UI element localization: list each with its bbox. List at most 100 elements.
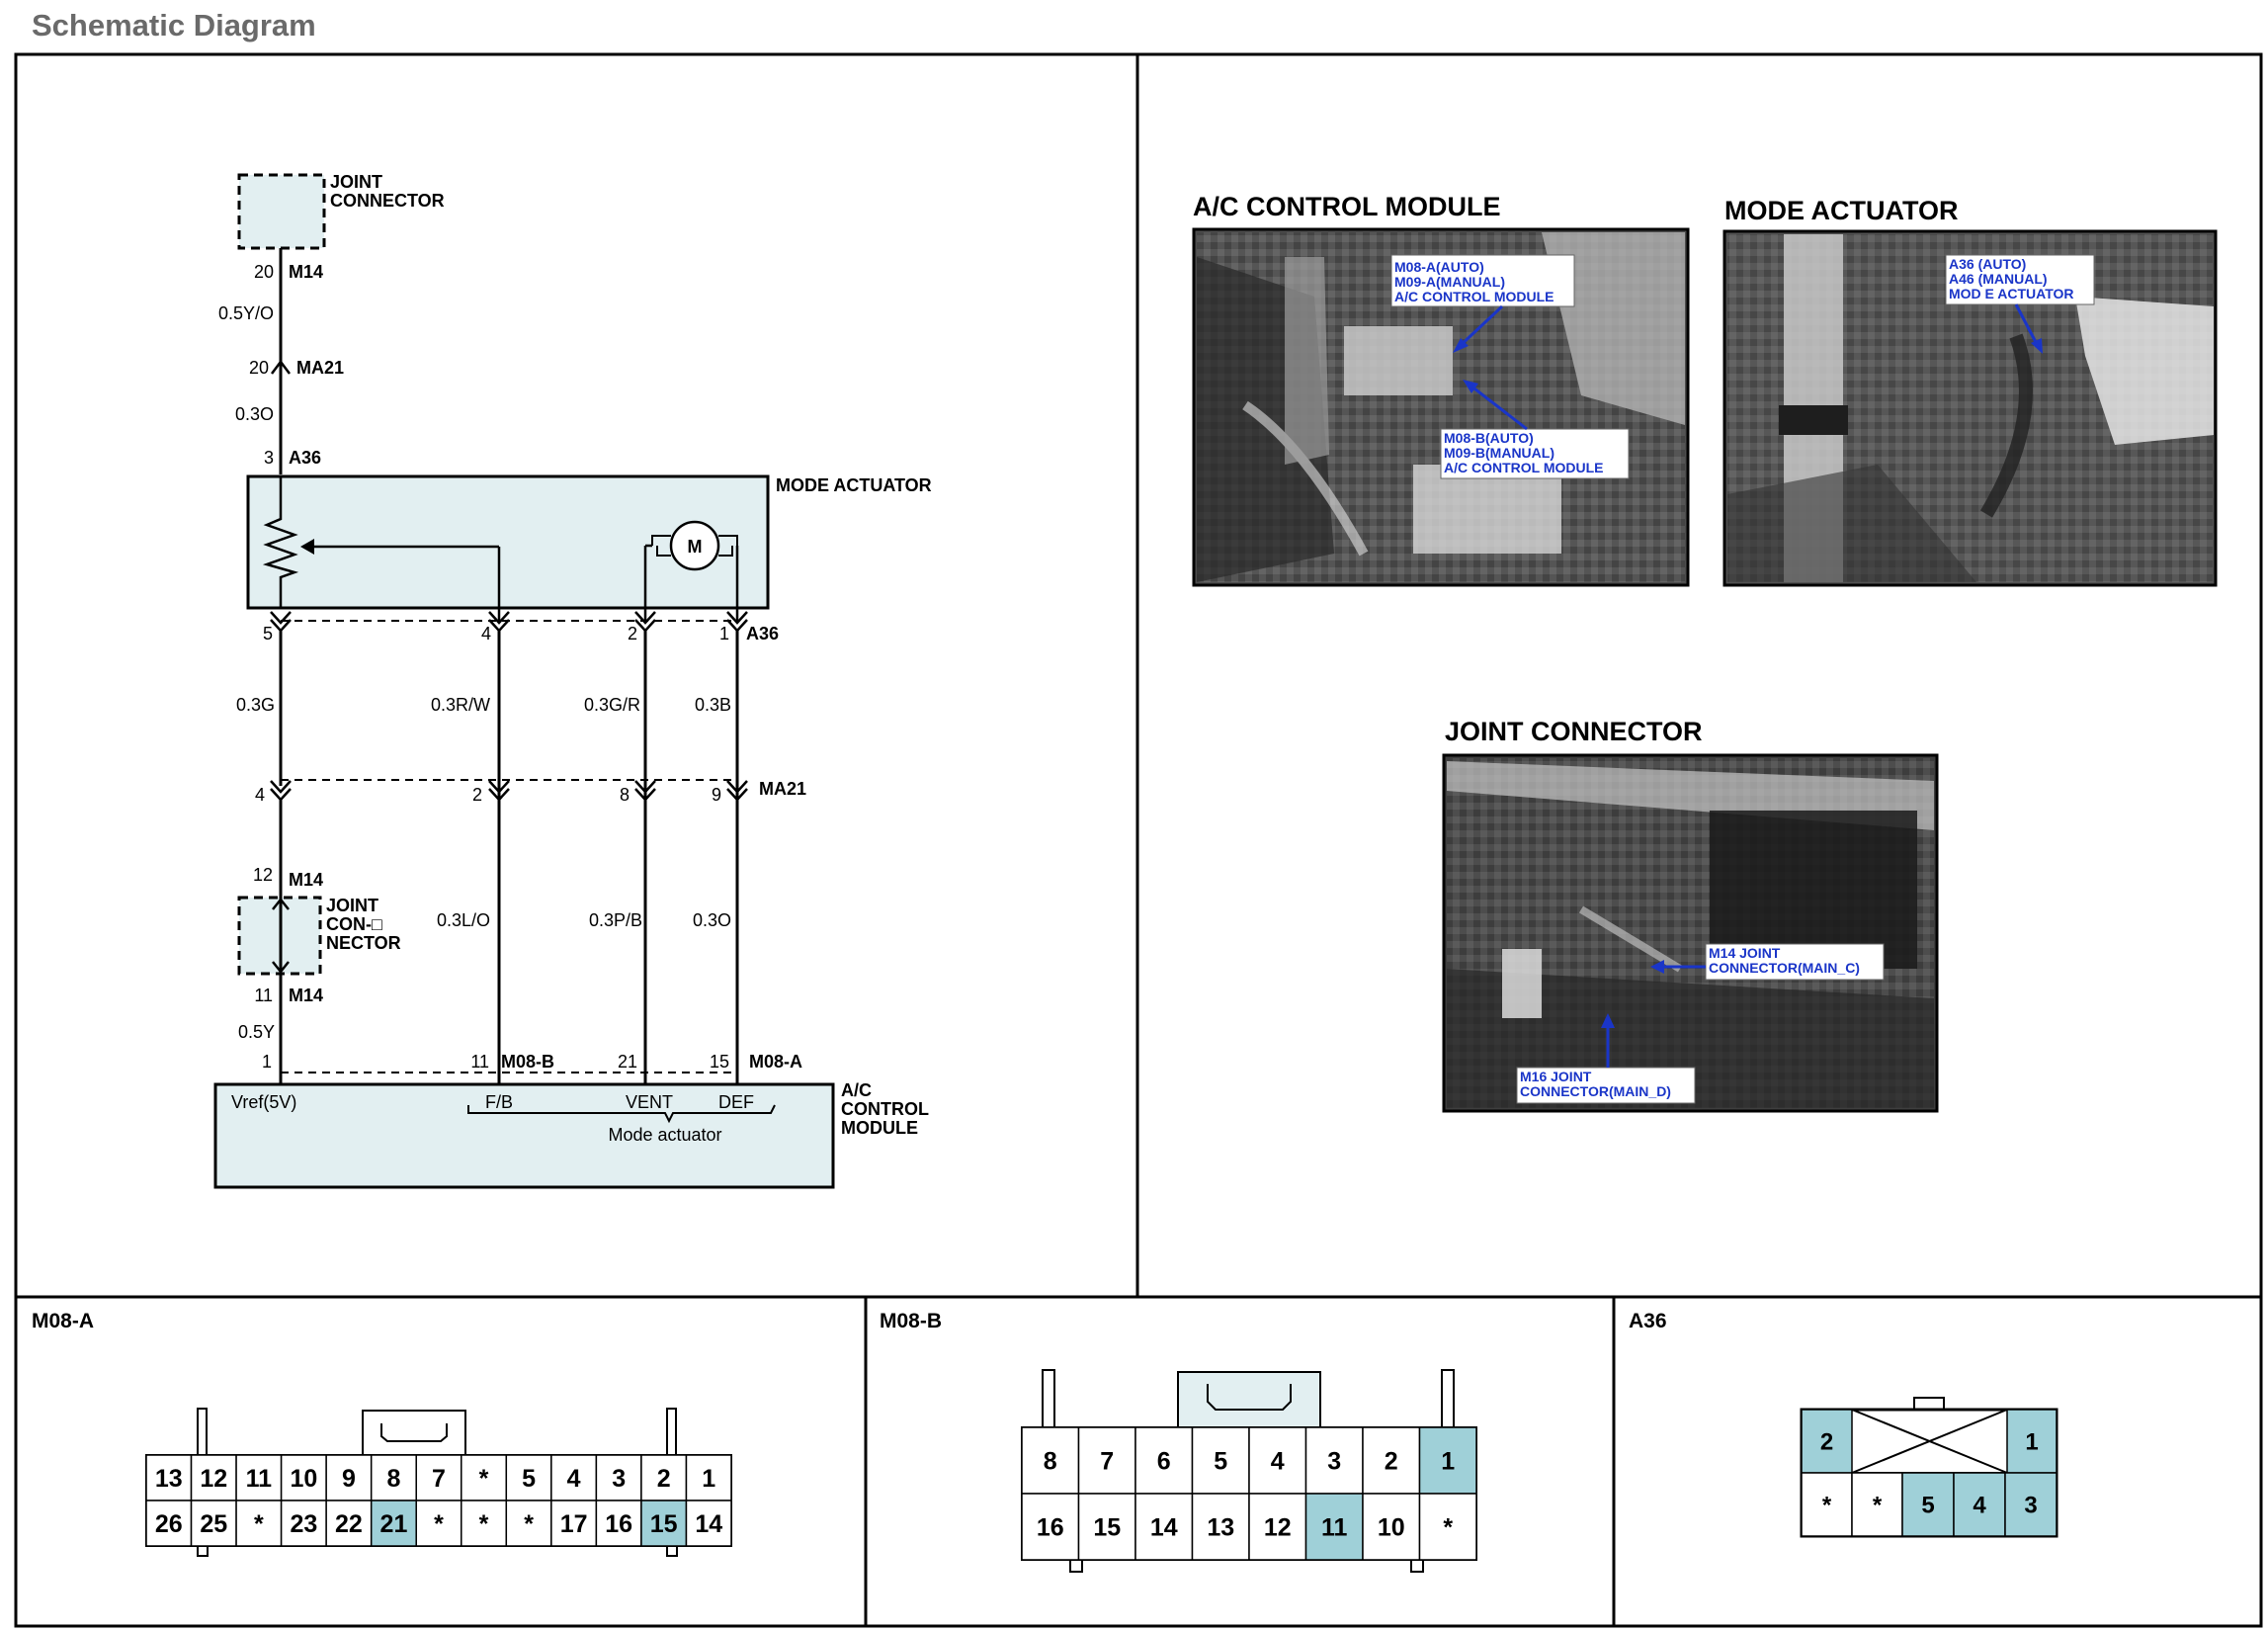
ac-control-module-label-3: MODULE [841, 1118, 918, 1138]
m08b-cell-r1-4 [1248, 1426, 1307, 1495]
callout-ac-2-line3: A/C CONTROL MODULE [1444, 460, 1604, 475]
ac-control-module-label-2: CONTROL [841, 1099, 929, 1119]
a36-pin-4: 4 [481, 624, 491, 644]
pin-20-ma21-conn: MA21 [296, 358, 344, 378]
a36-pin-2: 2 [628, 624, 637, 644]
chevron-ma21-8 [634, 780, 656, 802]
callout-mode-line2: A46 (MANUAL) [1949, 271, 2048, 287]
m08a-pin-r2-2: * [254, 1510, 264, 1538]
wire-label-0-3o: 0.3O [693, 910, 731, 930]
m08b-pin-r1-3: 5 [1214, 1448, 1227, 1476]
callout-joint-1-box [1705, 943, 1885, 981]
ma21-bottom-conn: MA21 [759, 779, 806, 799]
photo-joint-title: JOINT CONNECTOR [1445, 717, 1703, 746]
m08b-cell-r2-7 [1418, 1493, 1477, 1561]
m08b-cell-r2-6 [1362, 1493, 1421, 1561]
m08b-pin-r2-1: 15 [1093, 1514, 1121, 1542]
m08a-cell-r1-0 [145, 1454, 193, 1502]
m08b-pin-r1-1: 7 [1100, 1448, 1114, 1476]
a36-pin-r2a-1: * [1873, 1493, 1883, 1519]
m08b-cell-r1-7 [1418, 1426, 1477, 1495]
m08b-cell-r1-0 [1021, 1426, 1080, 1495]
callout-joint-2-line2: CONNECTOR(MAIN_D) [1520, 1083, 1671, 1099]
m08a-cell-r2-8 [505, 1500, 552, 1547]
ac-label-vent: VENT [626, 1092, 673, 1112]
module-pin-21: 21 [618, 1052, 637, 1072]
pin-3-a36-conn: A36 [289, 448, 321, 468]
a36-pin-r2b-0: 5 [1921, 1493, 1934, 1519]
m08a-pin-r1-4: 9 [342, 1465, 356, 1493]
m08b-pin-r1-2: 6 [1157, 1448, 1171, 1476]
motor-lead-left [651, 535, 671, 557]
m08b-cell-r2-2 [1134, 1493, 1194, 1561]
module-pin-m08a: M08-A [749, 1052, 802, 1072]
joint-connector-2-label-2: CON-□ [326, 914, 382, 934]
m14-pin-12: 12 [253, 865, 273, 885]
m08b-cell-r2-5 [1304, 1493, 1364, 1561]
motor-symbol [669, 520, 720, 571]
m08b-cell-r2-0 [1021, 1493, 1080, 1561]
module-pin-1: 1 [262, 1052, 272, 1072]
wiper-arrow [300, 539, 314, 555]
m08b-pin-r2-0: 16 [1037, 1514, 1064, 1542]
m08a-pin-r2-11: 15 [650, 1510, 678, 1538]
m08a-pin-r1-2: 11 [246, 1465, 273, 1493]
m08a-pin-r2-12: 14 [695, 1510, 722, 1538]
a36-pin-r2b-2: 3 [2024, 1493, 2037, 1519]
connector-m08b-title: M08-B [880, 1310, 942, 1332]
m08b-pin-r1-7: 1 [1441, 1448, 1455, 1476]
m08a-cell-r2-4 [325, 1500, 373, 1547]
a36-pin-r2b-1: 4 [1973, 1493, 1986, 1519]
m08a-cell-r1-8 [505, 1454, 552, 1502]
m08b-cell-r1-6 [1362, 1426, 1421, 1495]
m08a-pin-r2-5: 21 [380, 1510, 408, 1538]
m08b-pin-r1-5: 3 [1327, 1448, 1341, 1476]
ma21-pin-2: 2 [472, 785, 482, 805]
joint-connector-2-label-3: NECTOR [326, 933, 401, 953]
wire-label-0-5y: 0.5Y [238, 1022, 275, 1042]
ac-control-module-label-1: A/C [841, 1080, 872, 1100]
m14-pin-11-conn: M14 [289, 986, 323, 1005]
m08a-pin-r1-5: 8 [387, 1465, 401, 1493]
mode-actuator-sublabel: Mode actuator [608, 1125, 721, 1145]
motor-label: M [688, 537, 703, 557]
wire-label-0-3lo: 0.3L/O [437, 910, 490, 930]
m08a-cell-r2-6 [415, 1500, 462, 1547]
chevron-ma21-2 [488, 780, 510, 802]
callout-joint-1-line1: M14 JOINT [1709, 945, 1781, 961]
joint-connector-2-label-1: JOINT [326, 896, 378, 915]
ma21-pin-4: 4 [255, 785, 265, 805]
callout-ac-2-box [1440, 428, 1630, 479]
m08a-cell-r2-2 [235, 1500, 283, 1547]
a36-pin-r2a-0: * [1822, 1493, 1832, 1519]
chevron-a36-5 [270, 611, 292, 633]
potentiometer-symbol [262, 476, 299, 608]
photo-joint-connector: M14 JOINT CONNECTOR(MAIN_C) M16 JOINT CO… [1442, 753, 1939, 1113]
a36-bottom-conn: A36 [746, 624, 779, 644]
m08a-pin-r1-1: 12 [200, 1465, 227, 1493]
photo-mode-title: MODE ACTUATOR [1724, 196, 1959, 225]
m08b-pin-r2-7: * [1443, 1514, 1453, 1542]
callout-joint-2-line1: M16 JOINT [1520, 1069, 1592, 1084]
m08b-pin-r1-6: 2 [1385, 1448, 1398, 1476]
m08a-cell-r2-10 [595, 1500, 642, 1547]
m08a-pin-r2-1: 25 [200, 1510, 227, 1538]
ac-label-def: DEF [718, 1092, 754, 1112]
pin-20-ma21-num: 20 [249, 358, 269, 378]
m08b-pin-r2-6: 10 [1378, 1514, 1405, 1542]
callout-joint-2-box [1516, 1067, 1696, 1104]
callout-mode-box [1945, 254, 2095, 305]
pin-20-m14-num: 20 [254, 262, 274, 282]
m08a-pin-r1-12: 1 [702, 1465, 715, 1493]
ma21-pin-8: 8 [620, 785, 630, 805]
pin-3-a36-num: 3 [264, 448, 274, 468]
m14-pin-11: 11 [254, 986, 273, 1005]
wire-label-0-3g: 0.3G [236, 695, 275, 715]
a36-pin-r1b-0: 1 [2025, 1429, 2038, 1456]
a36-cell-r1a-0 [1801, 1409, 1853, 1474]
chevron-ma21-9 [726, 780, 748, 802]
module-pin-m08b: M08-B [501, 1052, 554, 1072]
